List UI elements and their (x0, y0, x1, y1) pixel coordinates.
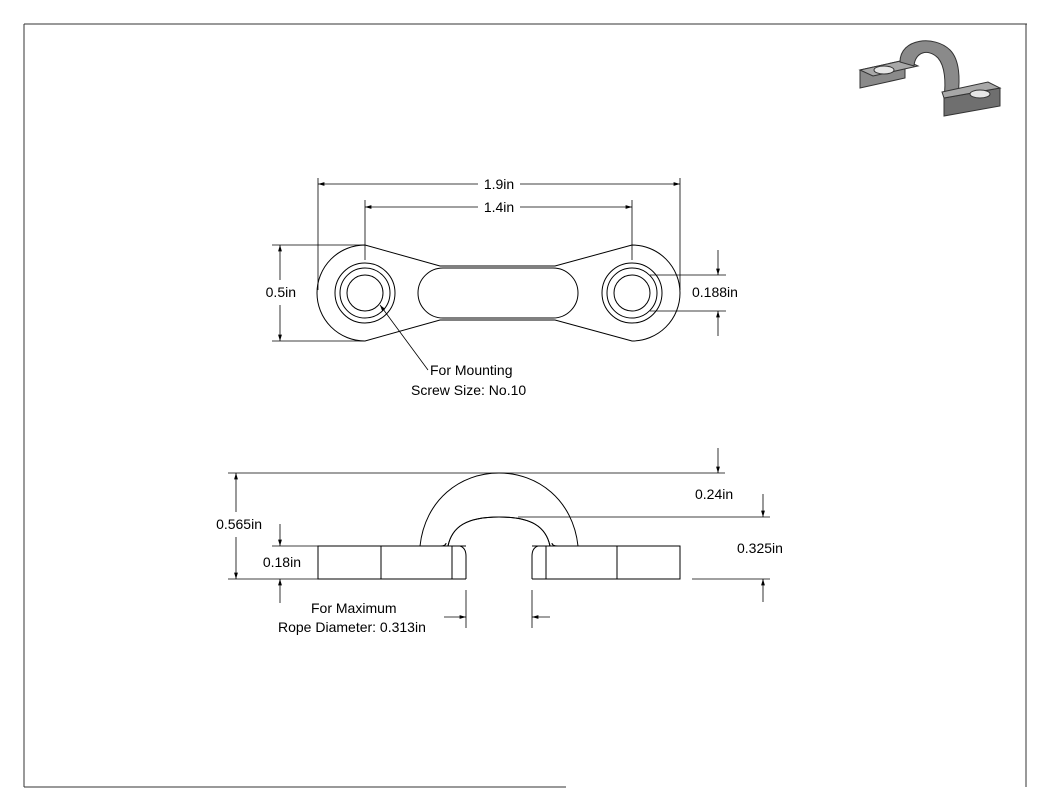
right-mounting-hole (601, 262, 663, 324)
dim-text-height: 0.5in (266, 284, 296, 300)
dim-height: 0.5in (266, 244, 365, 342)
mounting-note: For Mounting Screw Size: No.10 (379, 304, 526, 398)
dim-text-overall-height: 0.565in (216, 516, 262, 532)
dim-base-thickness: 0.18in (263, 524, 318, 603)
top-view: 1.9in 1.4in 0.5in 0.188in For Mounting (266, 176, 738, 398)
dim-text-hole-diameter: 0.188in (692, 284, 738, 300)
isometric-preview (858, 40, 1002, 117)
rope-note-line1: For Maximum (311, 600, 397, 616)
dim-hole-spacing: 1.4in (364, 199, 633, 260)
dim-overall-width: 1.9in (317, 176, 681, 290)
dim-hole-diameter: 0.188in (650, 250, 738, 336)
dim-text-overall-width: 1.9in (484, 176, 514, 192)
dim-overall-height: 0.565in (216, 472, 499, 580)
rope-note-line2: Rope Diameter: 0.313in (278, 619, 426, 635)
dim-text-base-thickness: 0.18in (263, 554, 301, 570)
drawing-frame (23, 23, 1027, 788)
dim-text-inner-height: 0.325in (737, 540, 783, 556)
top-view-outline (316, 244, 681, 342)
dim-rope-diameter: For Maximum Rope Diameter: 0.313in (278, 590, 550, 635)
dim-text-hole-spacing: 1.4in (484, 199, 514, 215)
dim-inner-height: 0.325in (692, 494, 783, 602)
side-view-outline (317, 472, 681, 581)
side-view: 0.565in 0.18in 0.24in 0.325in For Maximu… (216, 448, 783, 635)
mounting-note-line1: For Mounting (430, 362, 512, 378)
mounting-note-line2: Screw Size: No.10 (411, 382, 526, 398)
left-mounting-hole (334, 262, 396, 324)
dim-inner-top-offset: 0.24in (499, 448, 770, 518)
dim-text-inner-top-offset: 0.24in (695, 486, 733, 502)
